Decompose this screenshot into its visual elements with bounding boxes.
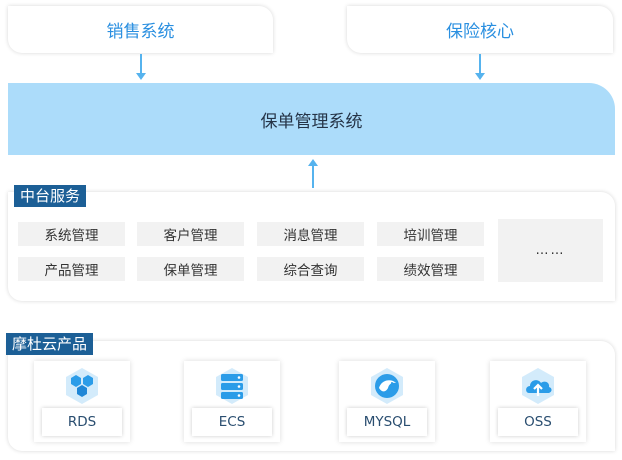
arrow-insurance-to-core (475, 54, 485, 80)
product-label-mysql: MYSQL (347, 408, 427, 436)
sales-system-box: 销售系统 (8, 6, 273, 53)
insurance-core-label: 保险核心 (446, 22, 514, 42)
cloud-products-tag: 摩杜云产品 (6, 333, 94, 355)
sales-system-label: 销售系统 (106, 22, 175, 42)
middle-platform-tag: 中台服务 (14, 185, 87, 207)
service-chip: 系统管理 (18, 222, 125, 246)
product-label-rds: RDS (42, 408, 122, 436)
arrow-platform-to-core (308, 159, 318, 188)
product-card-oss: OSS (490, 361, 586, 442)
server-stack-icon (216, 368, 248, 404)
dolphin-icon (371, 368, 403, 404)
product-label-ecs: ECS (192, 408, 272, 436)
product-label-oss: OSS (498, 408, 578, 436)
insurance-core-box: 保险核心 (347, 6, 613, 53)
service-chip: 综合查询 (257, 257, 364, 281)
arrow-sales-to-core (136, 54, 146, 80)
product-card-ecs: ECS (184, 361, 280, 442)
service-chip: 客户管理 (137, 222, 244, 246)
policy-management-system: 保单管理系统 (8, 83, 615, 155)
product-card-mysql: MYSQL (339, 361, 435, 442)
product-card-rds: RDS (34, 361, 130, 442)
service-chip: 培训管理 (377, 222, 484, 246)
policy-management-label: 保单管理系统 (260, 111, 363, 132)
hexagon-cluster-icon (66, 368, 98, 404)
more-services: …… (498, 219, 603, 282)
cloud-upload-icon (522, 368, 554, 404)
service-chip: 保单管理 (137, 257, 244, 281)
service-chip: 绩效管理 (377, 257, 484, 281)
service-chip: 产品管理 (18, 257, 125, 281)
service-chip: 消息管理 (257, 222, 364, 246)
